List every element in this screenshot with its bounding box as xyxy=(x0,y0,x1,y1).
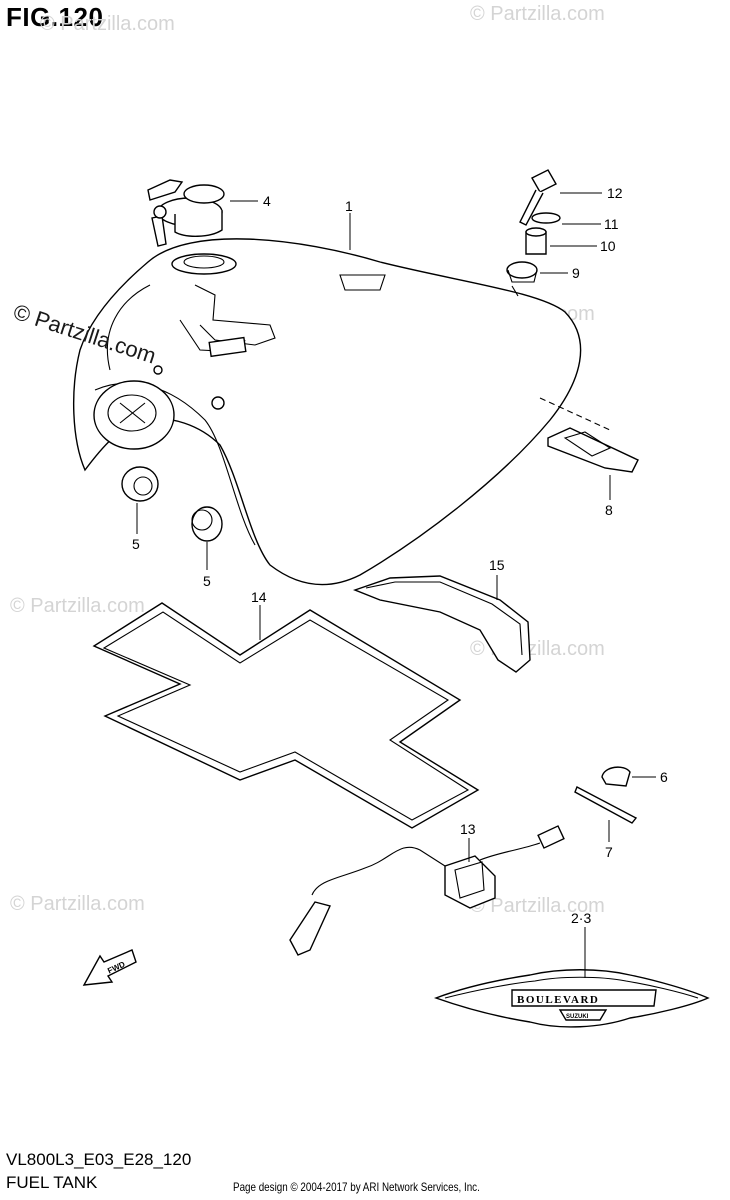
callout-5a: 5 xyxy=(132,536,140,552)
tank-cushion-part xyxy=(352,575,531,673)
watermark-text: © Partzilla.com xyxy=(470,895,605,917)
fuel-cap-part xyxy=(147,179,225,247)
watermark-text: © Partzilla.com xyxy=(10,595,145,617)
callout-4: 4 xyxy=(263,193,271,209)
figure-title: FIG.120 xyxy=(6,2,104,32)
watermark-text: © Partzilla.com xyxy=(10,893,145,915)
callout-1: 1 xyxy=(345,198,353,214)
callout-11: 11 xyxy=(604,216,619,232)
clamp-parts xyxy=(574,766,638,824)
callout-6: 6 xyxy=(660,769,668,785)
plug-parts xyxy=(121,466,223,542)
fuel-tank-part xyxy=(72,238,611,586)
copyright-notice: Page design © 2004-2017 by ARI Network S… xyxy=(233,1180,480,1194)
callout-9: 9 xyxy=(572,265,580,281)
figure-code: VL800L3_E03_E28_120 xyxy=(6,1150,192,1169)
emblem-brand: SUZUKI xyxy=(566,1014,589,1020)
callouts: 1 4 12 11 10 9 8 5 5 15 14 6 7 13 2·3 xyxy=(132,185,668,926)
callout-12: 12 xyxy=(607,185,623,201)
callout-13: 13 xyxy=(460,821,476,837)
callout-8: 8 xyxy=(605,502,613,518)
emblem-word: BOULEVARD xyxy=(517,994,599,1006)
boulevard-emblem-part: BOULEVARD SUZUKI xyxy=(433,969,710,1028)
heat-shield-part xyxy=(92,602,480,829)
figure-name: FUEL TANK xyxy=(6,1173,98,1192)
watermark-text: © Partzilla.com xyxy=(40,13,175,35)
callout-10: 10 xyxy=(600,238,616,254)
fwd-arrow: FWD xyxy=(82,949,137,986)
bolt-stack-parts xyxy=(506,169,561,283)
callout-15: 15 xyxy=(489,557,505,573)
callout-5b: 5 xyxy=(203,573,211,589)
fuel-sensor-part xyxy=(289,825,565,956)
mount-pad-part xyxy=(547,427,639,473)
leader-lines xyxy=(136,192,656,978)
watermark-text: © Partzilla.com xyxy=(470,3,605,25)
callout-7: 7 xyxy=(605,844,613,860)
callout-14: 14 xyxy=(251,589,267,605)
callout-2-3: 2·3 xyxy=(571,910,591,926)
